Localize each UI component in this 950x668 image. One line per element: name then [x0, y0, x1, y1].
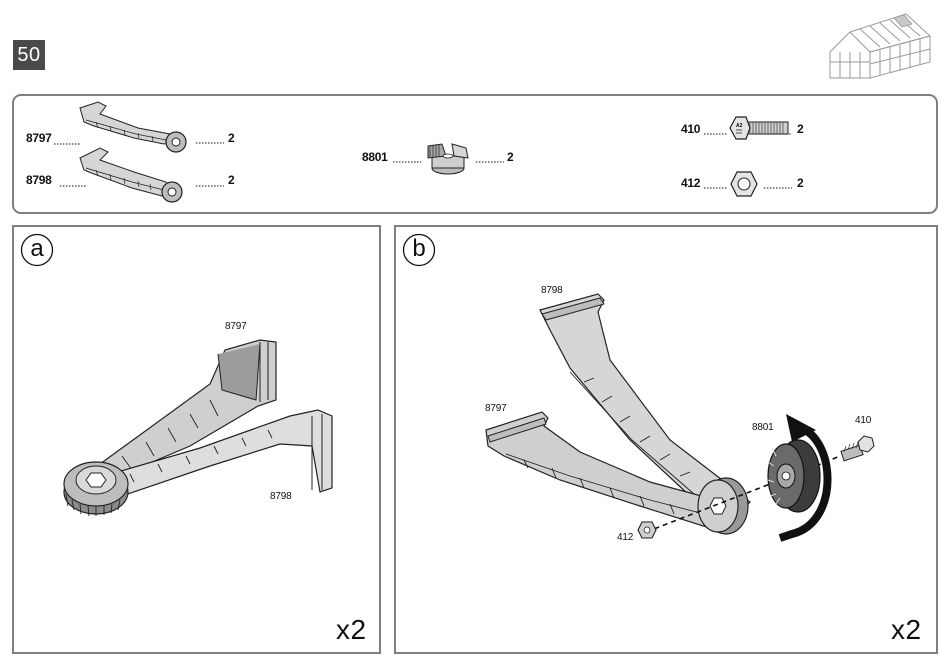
panel-a-label-8797: 8797: [225, 321, 246, 332]
part-qty-8797: 2: [228, 131, 234, 145]
leader-dots: [196, 142, 224, 144]
panel-b-label-8798: 8798: [541, 285, 562, 296]
panel-a-badge-letter: a: [20, 234, 54, 264]
panel-b-label-412: 412: [617, 532, 633, 543]
bolt-marking-text: A2: [736, 123, 743, 129]
panel-b-label-8801: 8801: [752, 422, 773, 433]
panel-b-badge-letter: b: [402, 234, 436, 264]
part-code-410: 410: [681, 122, 700, 136]
knob-icon: [424, 138, 472, 178]
part-code-412: 412: [681, 176, 700, 190]
leader-dots: [704, 133, 728, 135]
nut-icon: [729, 170, 759, 198]
leader-dots: [476, 161, 504, 163]
greenhouse-icon: [826, 10, 938, 82]
arm-short-icon: [78, 146, 188, 204]
part-code-8801: 8801: [362, 150, 388, 164]
step-number-badge: 50: [13, 40, 45, 70]
part-qty-410: 2: [797, 122, 803, 136]
part-code-8798: 8798: [26, 173, 52, 187]
part-qty-8798: 2: [228, 173, 234, 187]
part-qty-412: 2: [797, 176, 803, 190]
assembly-arms-joined: [50, 330, 340, 530]
assembly-exploded-view: [480, 290, 880, 550]
panel-b-label-8797: 8797: [485, 403, 506, 414]
part-code-8797: 8797: [26, 131, 52, 145]
panel-b-label-410: 410: [855, 415, 871, 426]
leader-dots: [768, 133, 792, 135]
leader-dots: [393, 161, 421, 163]
leader-dots: [704, 187, 728, 189]
panel-b-multiplier: x2: [891, 614, 922, 646]
panel-a-multiplier: x2: [336, 614, 367, 646]
panel-a-label-8798: 8798: [270, 491, 291, 502]
bolt-icon: A2: [728, 112, 792, 144]
leader-dots: [764, 187, 792, 189]
leader-dots: [196, 185, 224, 187]
part-qty-8801: 2: [507, 150, 513, 164]
